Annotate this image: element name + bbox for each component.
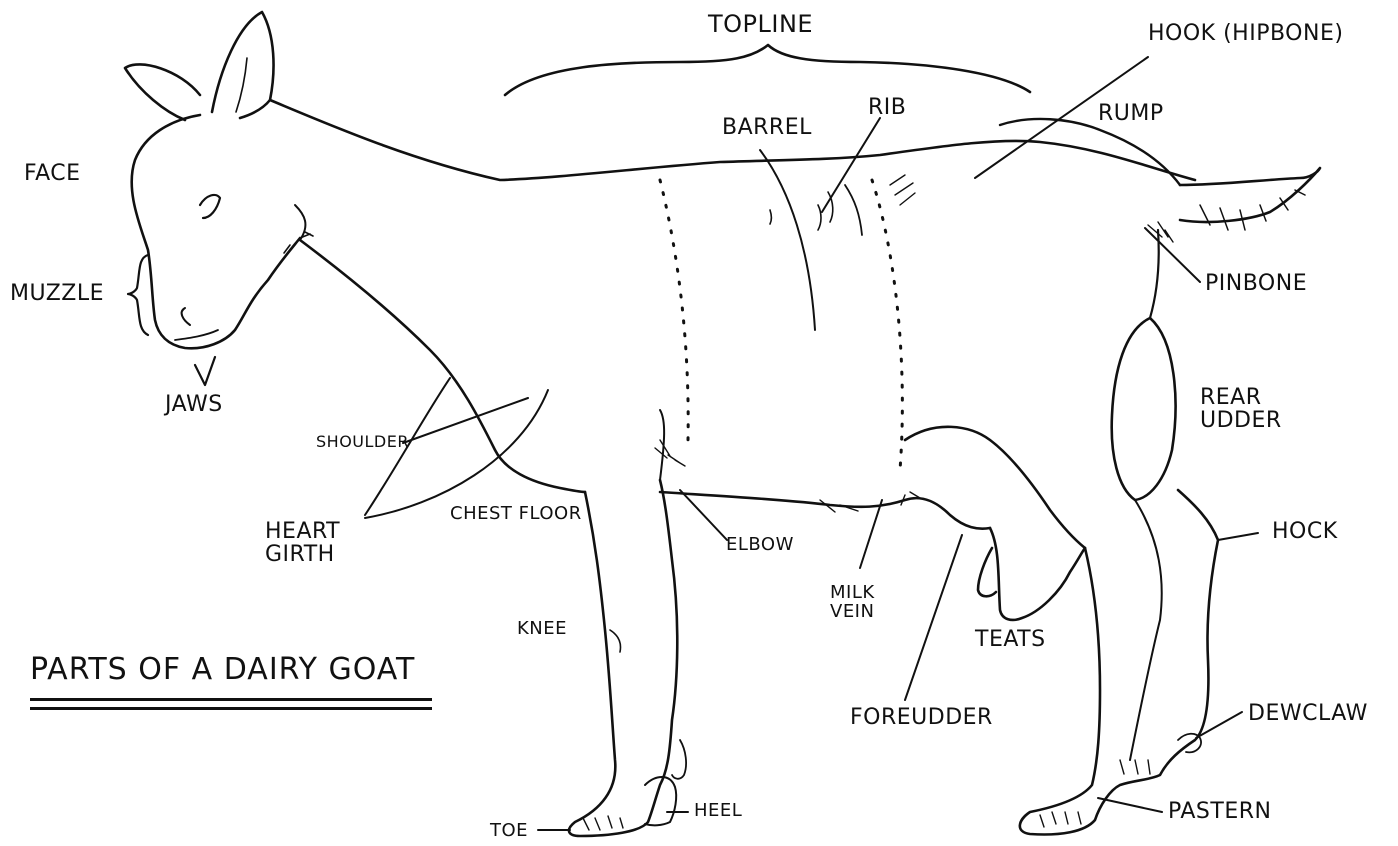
label-toe: TOE xyxy=(490,822,528,841)
goat-belly xyxy=(660,492,990,529)
goat-stifle xyxy=(905,427,1085,548)
leader-pastern xyxy=(1098,798,1162,812)
goat-front-ear xyxy=(212,12,274,118)
title-underline-double xyxy=(30,707,432,710)
label-heel: HEEL xyxy=(694,802,742,821)
label-teats: TEATS xyxy=(975,628,1046,651)
barrel-dotted-front xyxy=(660,180,688,440)
label-rib: RIB xyxy=(868,96,906,119)
title-underline xyxy=(30,698,432,701)
label-barrel: BARREL xyxy=(722,116,812,139)
leader-foreudder xyxy=(905,535,962,700)
label-hock: HOCK xyxy=(1272,520,1338,543)
jaws-marker xyxy=(195,357,215,385)
barrel-dotted-rear xyxy=(872,180,902,470)
label-rear-udder: REAR UDDER xyxy=(1200,386,1282,432)
label-pinbone: PINBONE xyxy=(1205,272,1307,295)
leader-milk-vein xyxy=(860,500,882,568)
topline-brace xyxy=(505,45,1030,95)
goat-teat xyxy=(978,548,996,596)
muzzle-brace xyxy=(128,255,148,335)
goat-head xyxy=(132,115,300,348)
leader-rib xyxy=(822,118,880,212)
leader-pinbone xyxy=(1145,228,1200,282)
label-foreudder: FOREUDDER xyxy=(850,706,993,729)
goat-rear-udder xyxy=(1112,318,1176,500)
goat-neck-under xyxy=(300,240,585,492)
leader-elbow xyxy=(680,490,727,540)
label-jaws: JAWS xyxy=(165,393,223,416)
label-muzzle: MUZZLE xyxy=(10,282,104,305)
leader-barrel xyxy=(760,150,815,330)
heart-girth-arc-2 xyxy=(365,390,548,518)
label-hook: HOOK (HIPBONE) xyxy=(1148,22,1343,45)
label-dewclaw: DEWCLAW xyxy=(1248,702,1368,725)
goat-hind-leg xyxy=(1020,490,1218,834)
leader-shoulder xyxy=(403,398,528,443)
label-elbow: ELBOW xyxy=(726,536,794,555)
goat-udder xyxy=(990,528,1085,620)
label-knee: KNEE xyxy=(517,620,567,639)
label-milk-vein: MILK VEIN xyxy=(830,584,875,622)
goat-front-leg xyxy=(569,480,677,836)
label-heart-girth: HEART GIRTH xyxy=(265,520,340,566)
label-face: FACE xyxy=(24,162,81,185)
diagram-title: PARTS OF A DAIRY GOAT xyxy=(30,652,415,687)
leader-hock xyxy=(1218,533,1258,540)
goat-back-ear xyxy=(125,64,200,120)
label-rump: RUMP xyxy=(1098,102,1164,125)
label-shoulder: SHOULDER xyxy=(316,434,409,451)
goat-neck-top xyxy=(270,100,1195,180)
goat-tail xyxy=(1180,168,1320,222)
label-topline: TOPLINE xyxy=(708,12,813,37)
label-chest-floor: CHEST FLOOR xyxy=(450,505,582,524)
label-pastern: PASTERN xyxy=(1168,800,1271,823)
